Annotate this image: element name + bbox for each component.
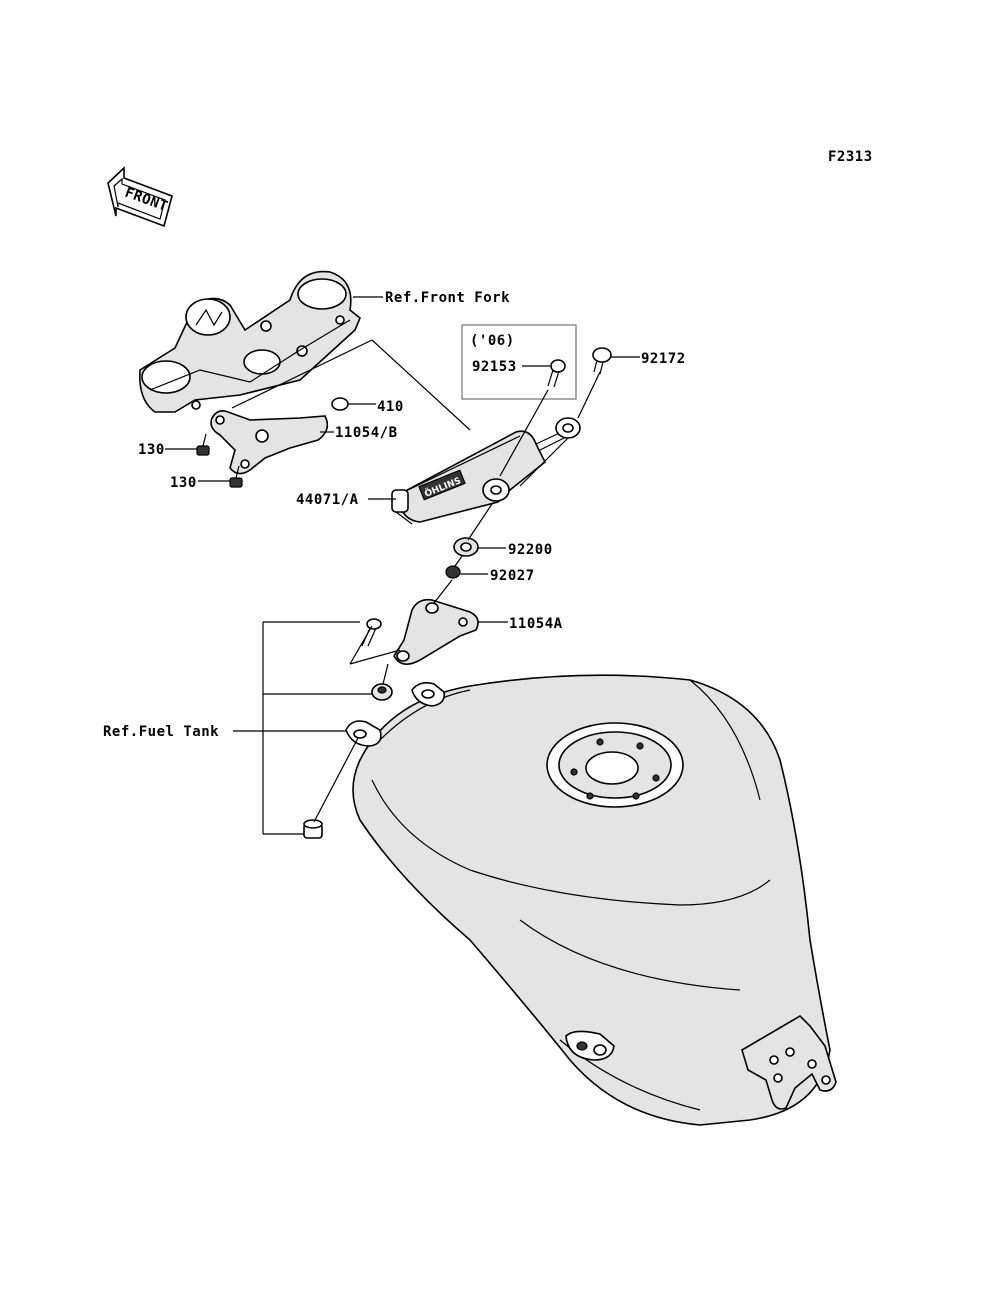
bolt-130-upper (196, 433, 210, 456)
collar-92027 (445, 565, 461, 579)
bolt-92153 (547, 359, 566, 388)
label-92027: 92027 (490, 568, 535, 584)
label-44071a: 44071/A (296, 492, 359, 508)
bolt-92172 (592, 347, 612, 375)
label-year-note: ('06) (470, 333, 515, 349)
figure-id: F2313 (828, 149, 873, 165)
label-130-upper: 130 (138, 442, 165, 458)
bolt-130-lower (229, 465, 243, 488)
front-arrow-icon: FRONT (107, 166, 173, 228)
bolt-bracket-mount (361, 618, 382, 647)
year-note-box (461, 324, 577, 400)
label-11054a: 11054A (509, 616, 563, 632)
label-130-lower: 130 (170, 475, 197, 491)
collar-tank (303, 819, 323, 839)
label-92153: 92153 (472, 359, 517, 375)
bracket-11054a (393, 598, 479, 665)
leader-lines (165, 296, 640, 835)
washer-410 (331, 397, 349, 411)
triple-clamp (138, 270, 361, 413)
label-92172: 92172 (641, 351, 686, 367)
label-92200: 92200 (508, 542, 553, 558)
label-410: 410 (377, 399, 404, 415)
label-ref-front-fork: Ref.Front Fork (385, 290, 510, 306)
fuel-tank (345, 674, 837, 1126)
washer-92200 (453, 537, 479, 557)
grommet (371, 683, 393, 701)
label-ref-fuel-tank: Ref.Fuel Tank (103, 724, 219, 740)
label-11054b: 11054/B (335, 425, 398, 441)
steering-damper: ÖHLINS (391, 417, 581, 525)
bracket-11054b (210, 410, 329, 475)
